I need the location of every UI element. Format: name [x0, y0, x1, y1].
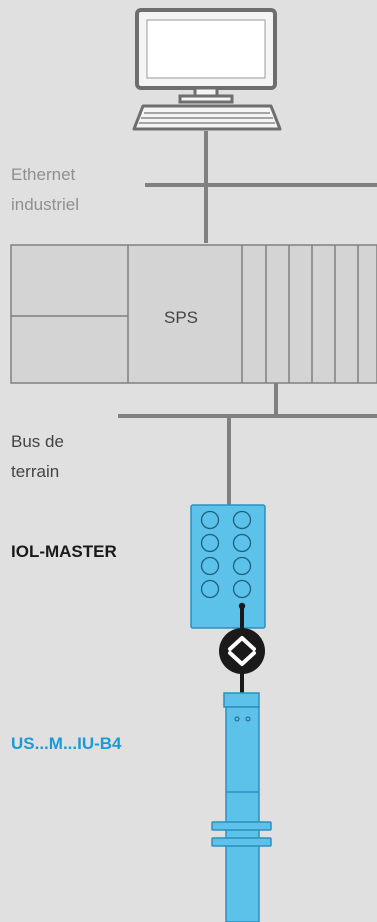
iol-master-label: IOL-MASTER [11, 542, 117, 561]
bidirectional-arrows-icon [219, 628, 265, 674]
iol-master-device [190, 504, 266, 629]
ethernet-label-line1: Ethernet [11, 165, 76, 184]
fieldbus-label-line1: Bus de [11, 432, 64, 451]
sensor-label: US...M...IU-B4 [11, 734, 122, 753]
monitor-screen [146, 19, 266, 79]
sensor-device [211, 692, 272, 922]
io-link-port-dot [238, 602, 246, 610]
monitor-base [178, 94, 234, 104]
ethernet-label-line2: industriel [11, 195, 80, 214]
plc-label: SPS [164, 308, 199, 327]
computer-icon [132, 8, 282, 131]
plc-rack [10, 244, 377, 384]
fieldbus-label-line2: terrain [11, 462, 60, 481]
